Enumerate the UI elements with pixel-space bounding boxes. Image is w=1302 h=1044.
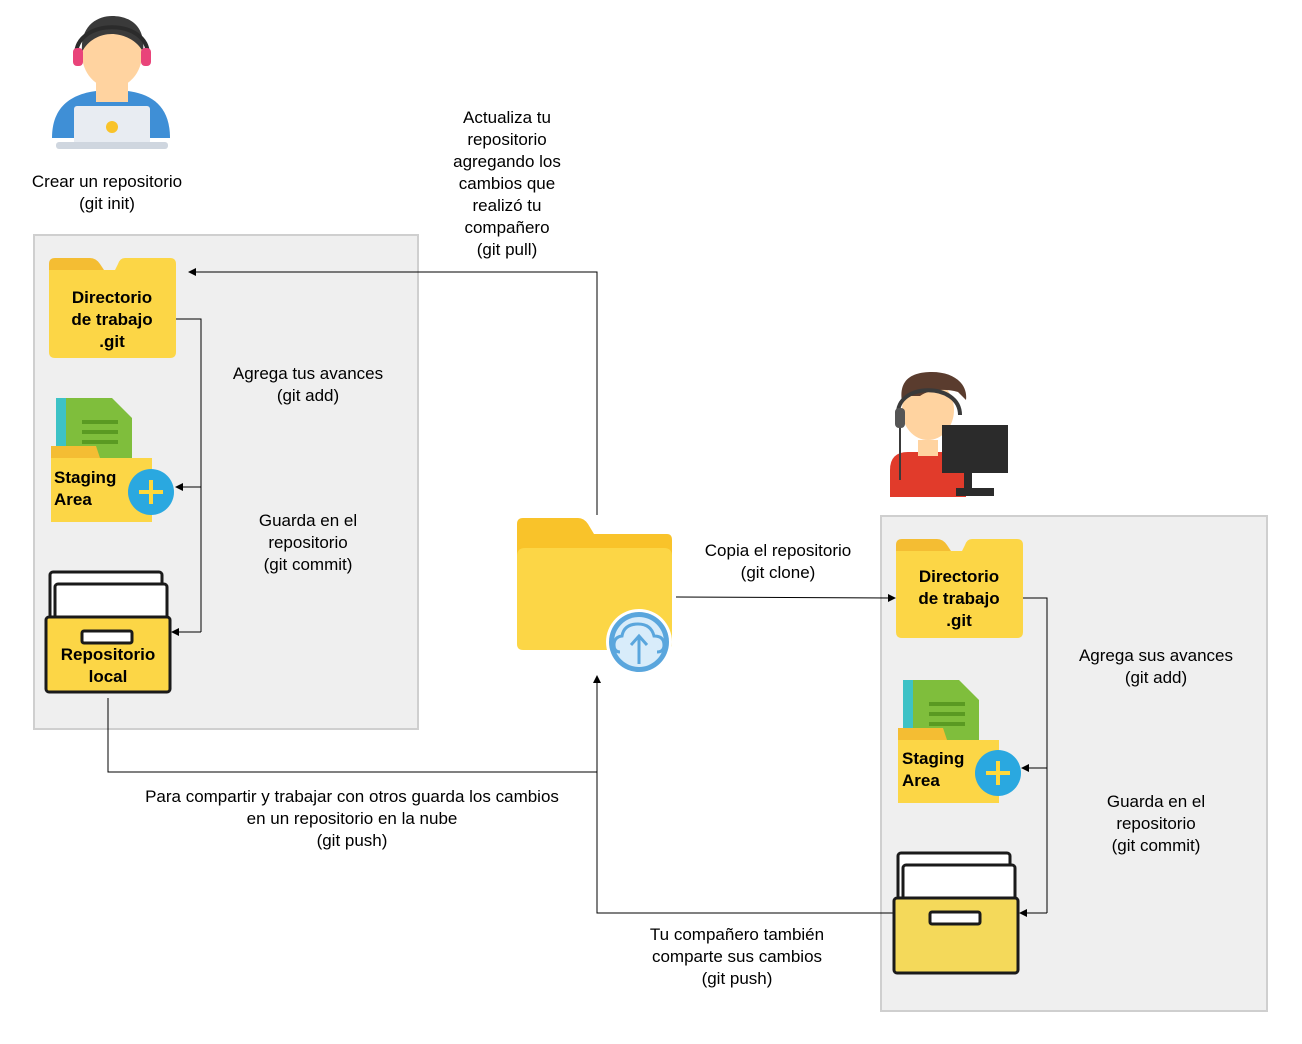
user1-caption: Crear un repositorio (git init) [31,172,183,213]
user2-commit-label: Guarda en el repositorio (git commit) [1106,792,1206,855]
push-arrow-2 [596,676,893,914]
user1-local-repo-label: Repositorio local [60,645,156,686]
user1-add-label: Agrega tus avances (git add) [232,364,384,405]
pull-arrow [188,268,598,515]
add-connector-1 [176,318,202,632]
push1-label: Para compartir y trabajar con otros guar… [145,787,559,850]
user1-staging-label: Staging Area [54,468,117,509]
pull-label: Actualiza tu repositorio agregando los c… [453,108,561,259]
user1-commit-label: Guarda en el repositorio (git commit) [258,511,358,574]
user2-staging-label: Staging Area [902,749,965,790]
user2-add-label: Agrega sus avances (git add) [1078,646,1234,687]
add-connector-2 [1023,597,1048,913]
user1-working-dir-label: Directorio de trabajo .git [71,288,153,351]
push2-label: Tu compañero también comparte sus cambio… [649,925,825,988]
user2-working-dir-label: Directorio de trabajo .git [918,567,1000,630]
clone-arrow [675,593,896,602]
clone-label: Copia el repositorio (git clone) [704,541,852,582]
